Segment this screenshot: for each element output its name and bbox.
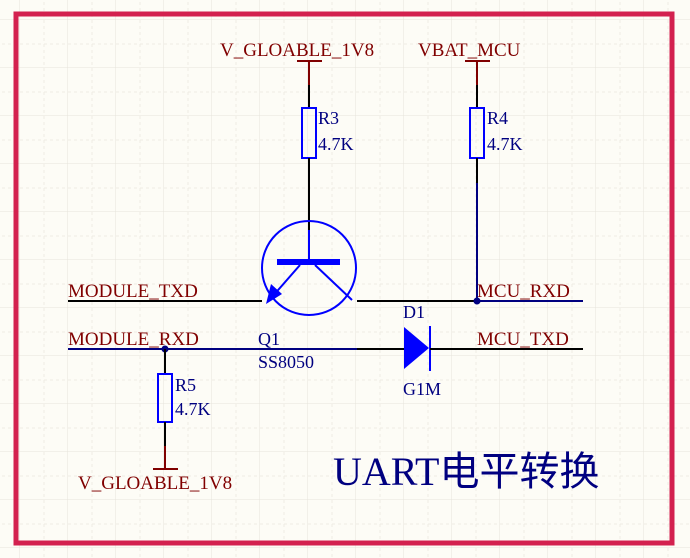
power-port-r3[interactable] xyxy=(297,60,322,85)
r5-value: 4.7K xyxy=(175,399,211,419)
power-port-r5[interactable] xyxy=(153,446,178,470)
power-label-r4: VBAT_MCU xyxy=(418,40,521,61)
transistor-q1[interactable] xyxy=(261,220,357,316)
r4-value: 4.7K xyxy=(487,134,523,154)
junction-dot xyxy=(473,297,481,305)
d1-designator: D1 xyxy=(403,302,425,322)
r4-designator: R4 xyxy=(487,108,508,128)
net-label-mcu-rxd: MCU_RXD xyxy=(477,281,570,302)
net-label-mcu-txd: MCU_TXD xyxy=(477,329,569,350)
net-label-module-txd: MODULE_TXD xyxy=(68,281,198,302)
power-label-r5: V_GLOABLE_1V8 xyxy=(78,473,232,494)
r3-designator: R3 xyxy=(318,108,339,128)
q1-value: SS8050 xyxy=(258,352,314,372)
r5-designator: R5 xyxy=(175,375,196,395)
sheet-border xyxy=(13,11,675,546)
q1-designator: Q1 xyxy=(258,329,280,349)
power-port-r4[interactable] xyxy=(465,60,490,85)
d1-value: G1M xyxy=(403,379,441,399)
r3-value: 4.7K xyxy=(318,134,354,154)
power-label-r3: V_GLOABLE_1V8 xyxy=(220,40,374,61)
net-label-module-rxd: MODULE_RXD xyxy=(68,329,199,350)
sheet-title: UART电平转换 xyxy=(333,449,599,494)
